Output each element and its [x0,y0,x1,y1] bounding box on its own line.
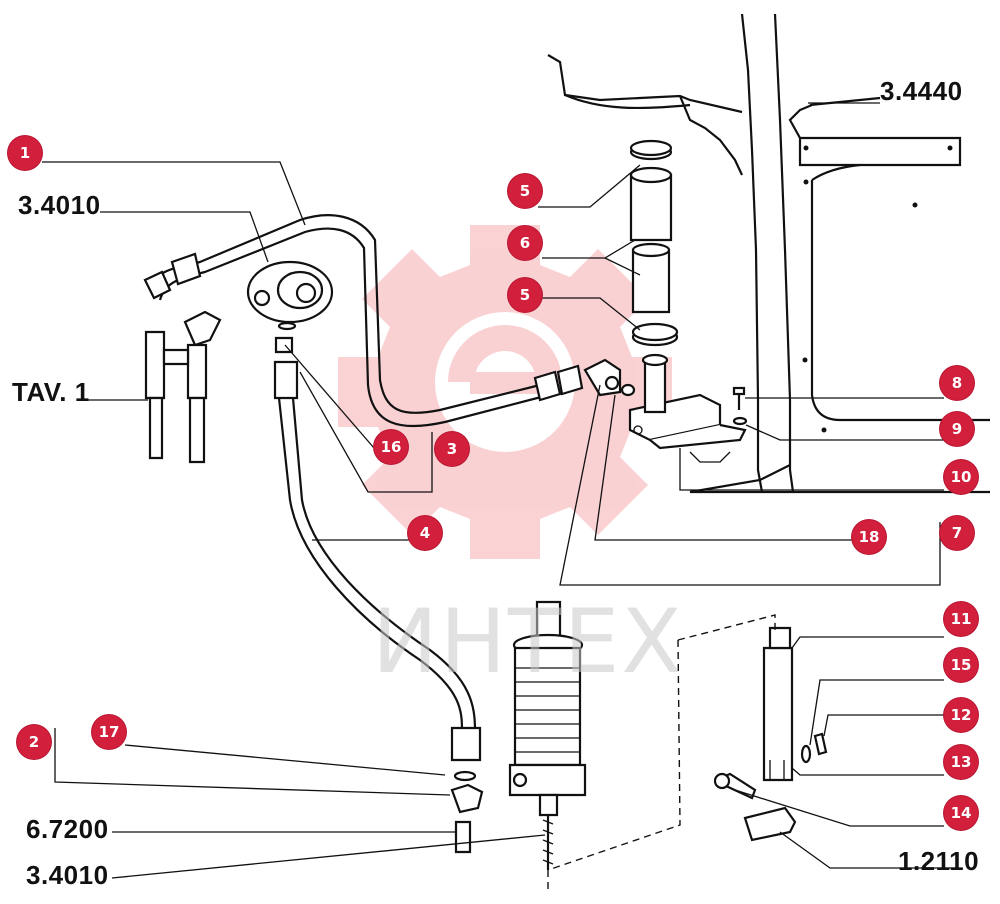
callout-14[interactable]: 14 [944,796,978,830]
arm-bracket-part-11 [713,626,828,842]
callout-8[interactable]: 8 [940,366,974,400]
ref-label-1-2110: 1.2110 [898,846,980,876]
small-fittings-part-2 [450,783,484,854]
callout-18[interactable]: 18 [852,520,886,554]
hose-part-1 [143,214,584,428]
dashed-boundary [547,614,776,892]
hose-sleeves [629,139,679,347]
ref-label-3-4440: 3.4440 [880,76,963,106]
watermark-text: ИНТЕХ [372,590,684,693]
ref-label-3-4010-bottom: 3.4010 [26,860,109,890]
callout-10[interactable]: 10 [944,460,978,494]
screw-part-8 [732,386,748,426]
valve-block-part [246,260,334,331]
ref-label-3-4010-top: 3.4010 [18,190,101,220]
ref-label-6-7200: 6.7200 [26,814,109,844]
leader-lines [42,102,955,879]
callout-5-bottom[interactable]: 5 [508,278,542,312]
ref-label-tav-1: TAV. 1 [12,377,90,407]
callout-6[interactable]: 6 [508,226,542,260]
callout-4[interactable]: 4 [408,516,442,550]
callout-2[interactable]: 2 [17,725,51,759]
cylinder-part [508,600,587,870]
callout-5-top[interactable]: 5 [508,174,542,208]
callout-15[interactable]: 15 [944,648,978,682]
bracket-part-10 [628,353,747,463]
callout-11[interactable]: 11 [944,602,978,636]
hose-part-4 [273,336,482,782]
callout-1[interactable]: 1 [8,136,42,170]
machine-body [547,13,990,494]
watermark-gear-icon [338,225,672,559]
left-fittings [144,310,222,464]
callout-13[interactable]: 13 [944,745,978,779]
callout-7[interactable]: 7 [940,516,974,550]
callout-9[interactable]: 9 [940,412,974,446]
callout-12[interactable]: 12 [944,698,978,732]
elbow-fitting-part-7 [583,358,636,397]
callout-17[interactable]: 17 [92,715,126,749]
callout-16[interactable]: 16 [374,430,408,464]
callout-3[interactable]: 3 [435,432,469,466]
